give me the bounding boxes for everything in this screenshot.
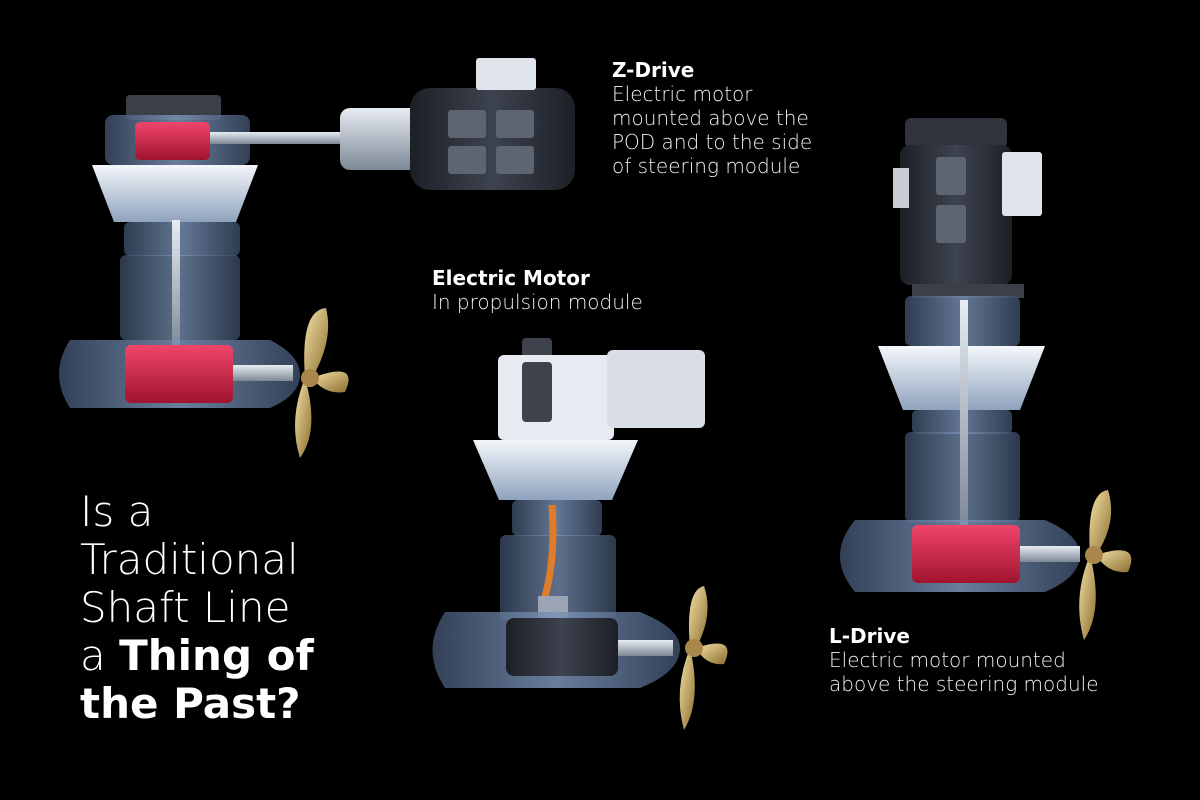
electric-motor-label: Electric Motor In propulsion module xyxy=(432,266,643,314)
electric-motor-heading: Electric Motor xyxy=(432,266,590,290)
z-drive-text: Electric motor xyxy=(612,82,753,106)
center-cable xyxy=(540,504,557,602)
z-drive-motor xyxy=(410,88,575,190)
center-slewing-ring xyxy=(473,440,638,500)
z-drive-red-motor xyxy=(125,345,233,403)
headline-line: Shaft Line xyxy=(80,583,291,632)
l-drive-text: Electric motor mounted xyxy=(829,648,1066,672)
headline-line: a Thing of xyxy=(80,632,314,680)
l-drive-heading: L-Drive xyxy=(829,624,910,648)
headline-line: Traditional xyxy=(80,535,299,584)
z-drive-vent xyxy=(448,146,486,174)
z-drive-vent xyxy=(496,110,534,138)
z-drive-model xyxy=(59,58,575,458)
headline-prefix: a xyxy=(80,631,120,680)
l-drive-red-motor xyxy=(912,525,1020,583)
l-drive-label: L-Drive Electric motor mounted above the… xyxy=(829,624,1099,696)
l-drive-model xyxy=(840,118,1132,640)
z-drive-vent xyxy=(496,146,534,174)
z-drive-vent xyxy=(448,110,486,138)
l-drive-terminal-box xyxy=(1002,152,1042,216)
l-drive-propeller xyxy=(1079,490,1132,640)
center-propeller xyxy=(679,586,728,730)
headline-line: the Past? xyxy=(80,680,314,728)
z-drive-text: mounted above the xyxy=(612,106,809,130)
electric-motor-text: In propulsion module xyxy=(432,290,643,314)
center-motor xyxy=(506,618,618,676)
z-drive-terminal-box xyxy=(476,58,536,90)
headline-bold: the Past? xyxy=(80,679,301,728)
headline-bold: Thing of xyxy=(119,631,314,680)
z-drive-shaft xyxy=(210,132,355,144)
headline: Is a Traditional Shaft Line a Thing of t… xyxy=(80,488,314,728)
z-drive-propeller xyxy=(295,308,349,458)
z-drive-text: of steering module xyxy=(612,154,801,178)
electric-motor-model xyxy=(432,338,728,730)
center-side-box xyxy=(607,350,705,428)
z-drive-coupling xyxy=(340,108,420,170)
z-drive-slewing-ring xyxy=(92,165,258,222)
headline-line: Is a xyxy=(80,487,154,536)
l-drive-text: above the steering module xyxy=(829,672,1099,696)
z-drive-label: Z-Drive Electric motor mounted above the… xyxy=(612,58,812,178)
z-drive-heading: Z-Drive xyxy=(612,58,695,82)
center-upper-block xyxy=(498,355,614,440)
z-drive-text: POD and to the side xyxy=(612,130,813,154)
z-drive-red-gear xyxy=(135,122,210,160)
z-drive-top-cap xyxy=(126,95,221,120)
